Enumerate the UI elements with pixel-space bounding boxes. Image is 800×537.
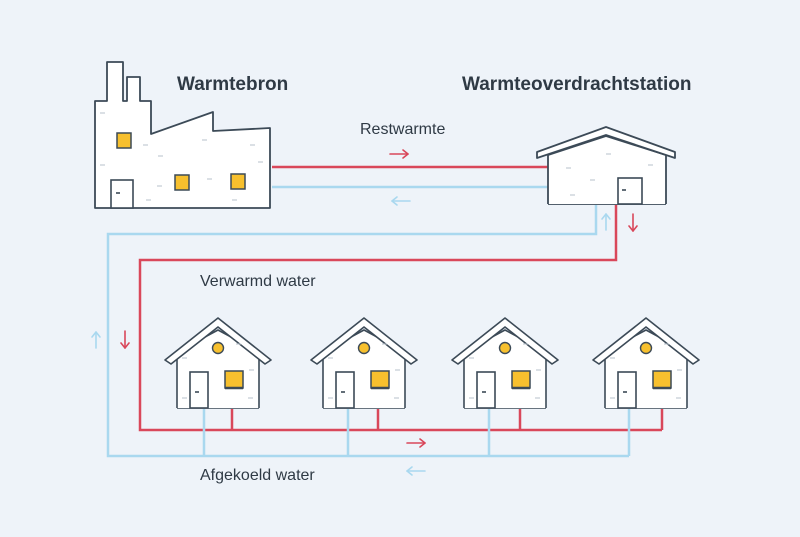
house-icon: [591, 316, 701, 410]
arrow-right-icon: [406, 438, 426, 448]
heated-water-label: Verwarmd water: [200, 273, 316, 290]
house-icon: [450, 316, 560, 410]
arrow-left-icon: [391, 196, 411, 206]
heat-source-label: Warmtebron: [177, 74, 289, 95]
hot-supply-loop: [138, 205, 662, 432]
factory-icon: [94, 61, 271, 209]
transfer-station-label: Warmteoverdrachtstation: [462, 74, 692, 95]
cold-return-loop: [106, 205, 629, 458]
arrow-right-icon: [389, 149, 409, 159]
residual-heat-label: Restwarmte: [360, 121, 446, 138]
arrow-down-icon: [628, 213, 638, 232]
arrow-down-icon: [120, 330, 130, 349]
house-connections: [202, 409, 664, 456]
station-icon: [536, 126, 676, 205]
house-icon: [163, 316, 273, 410]
arrow-up-icon: [601, 213, 611, 231]
arrow-left-icon: [406, 466, 426, 476]
house-icon: [309, 316, 419, 410]
arrow-up-icon: [91, 331, 101, 349]
cooled-water-label: Afgekoeld water: [200, 467, 315, 484]
